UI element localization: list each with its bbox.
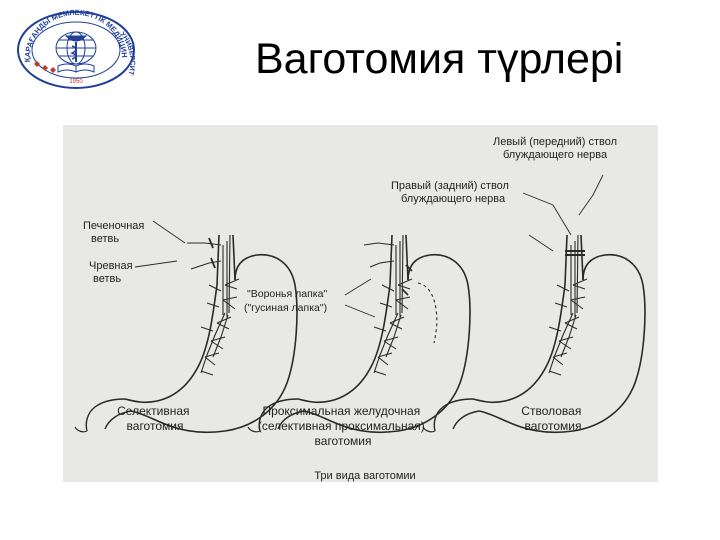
svg-text:Селективная ваготомия: Селективная ваготомия: [117, 404, 193, 433]
cut-marks: [208, 237, 216, 269]
svg-text:"Воронья лапка" ("гусина: "Воронья лапка" ("гусиная лапка"): [244, 288, 330, 314]
book-icon: [57, 63, 95, 73]
svg-text:Проксимальная желудочная: Проксимальная желудочная (селективная пр…: [258, 404, 428, 448]
panel-selective-name-line2: ваготомия: [127, 419, 184, 433]
logo-year: 1950: [69, 79, 83, 85]
svg-text:Левый (передний) ствол б: Левый (передний) ствол блуждающего нерва: [493, 136, 620, 161]
svg-text:Стволовая ваготомия: Стволовая ваготомия: [521, 404, 584, 433]
label-celiac-line1: Чревная: [89, 260, 133, 272]
svg-text:Чревная ветвь: Чревная ветвь: [89, 260, 136, 285]
panel-proximal-name-line3: ваготомия: [315, 434, 372, 448]
ornament-icon: [34, 61, 56, 73]
label-hepatic-line2: ветвь: [91, 233, 119, 245]
university-logo: ҚАРАҒАНДЫ МЕМЛЕКЕТТІК МЕДИЦИНА УНИВЕРСИТ…: [5, 0, 146, 90]
panel-selective-name-line1: Селективная: [117, 404, 189, 418]
label-crows-foot-line1: "Воронья лапка": [247, 288, 327, 300]
label-right-trunk-line1: Правый (задний) ствол: [391, 180, 509, 192]
svg-text:Печеночная ветвь: Печеночная ветвь: [83, 220, 147, 245]
label-left-trunk-line1: Левый (передний) ствол: [493, 136, 617, 148]
label-celiac-line2: ветвь: [93, 273, 121, 285]
figure-caption: Три вида ваготомии: [314, 470, 415, 482]
panel-truncal-name-line1: Стволовая: [521, 404, 581, 418]
panel-proximal: [247, 234, 471, 434]
svg-text:Правый (задний) ствол бл: Правый (задний) ствол блуждающего нерва: [391, 180, 512, 205]
panel-proximal-name-line1: Проксимальная желудочная: [262, 404, 420, 418]
label-left-trunk-line2: блуждающего нерва: [503, 149, 608, 161]
slide-title: Ваготомия түрлері: [255, 35, 624, 83]
vagotomy-diagram: Печеночная ветвь Чревная ветвь "Воронья …: [63, 125, 658, 482]
dashed-boundary: [417, 282, 438, 344]
panel-truncal: [422, 174, 646, 434]
panel-proximal-name-line2: (селективная проксимальная): [258, 419, 425, 433]
panel-truncal-name-line2: ваготомия: [525, 419, 582, 433]
label-hepatic-line1: Печеночная: [83, 220, 144, 232]
bowl-of-hygieia-icon: [64, 35, 88, 62]
panel-selective: [74, 234, 298, 434]
label-crows-foot-line2: ("гусиная лапка"): [244, 302, 327, 314]
label-right-trunk-line2: блуждающего нерва: [401, 193, 506, 205]
